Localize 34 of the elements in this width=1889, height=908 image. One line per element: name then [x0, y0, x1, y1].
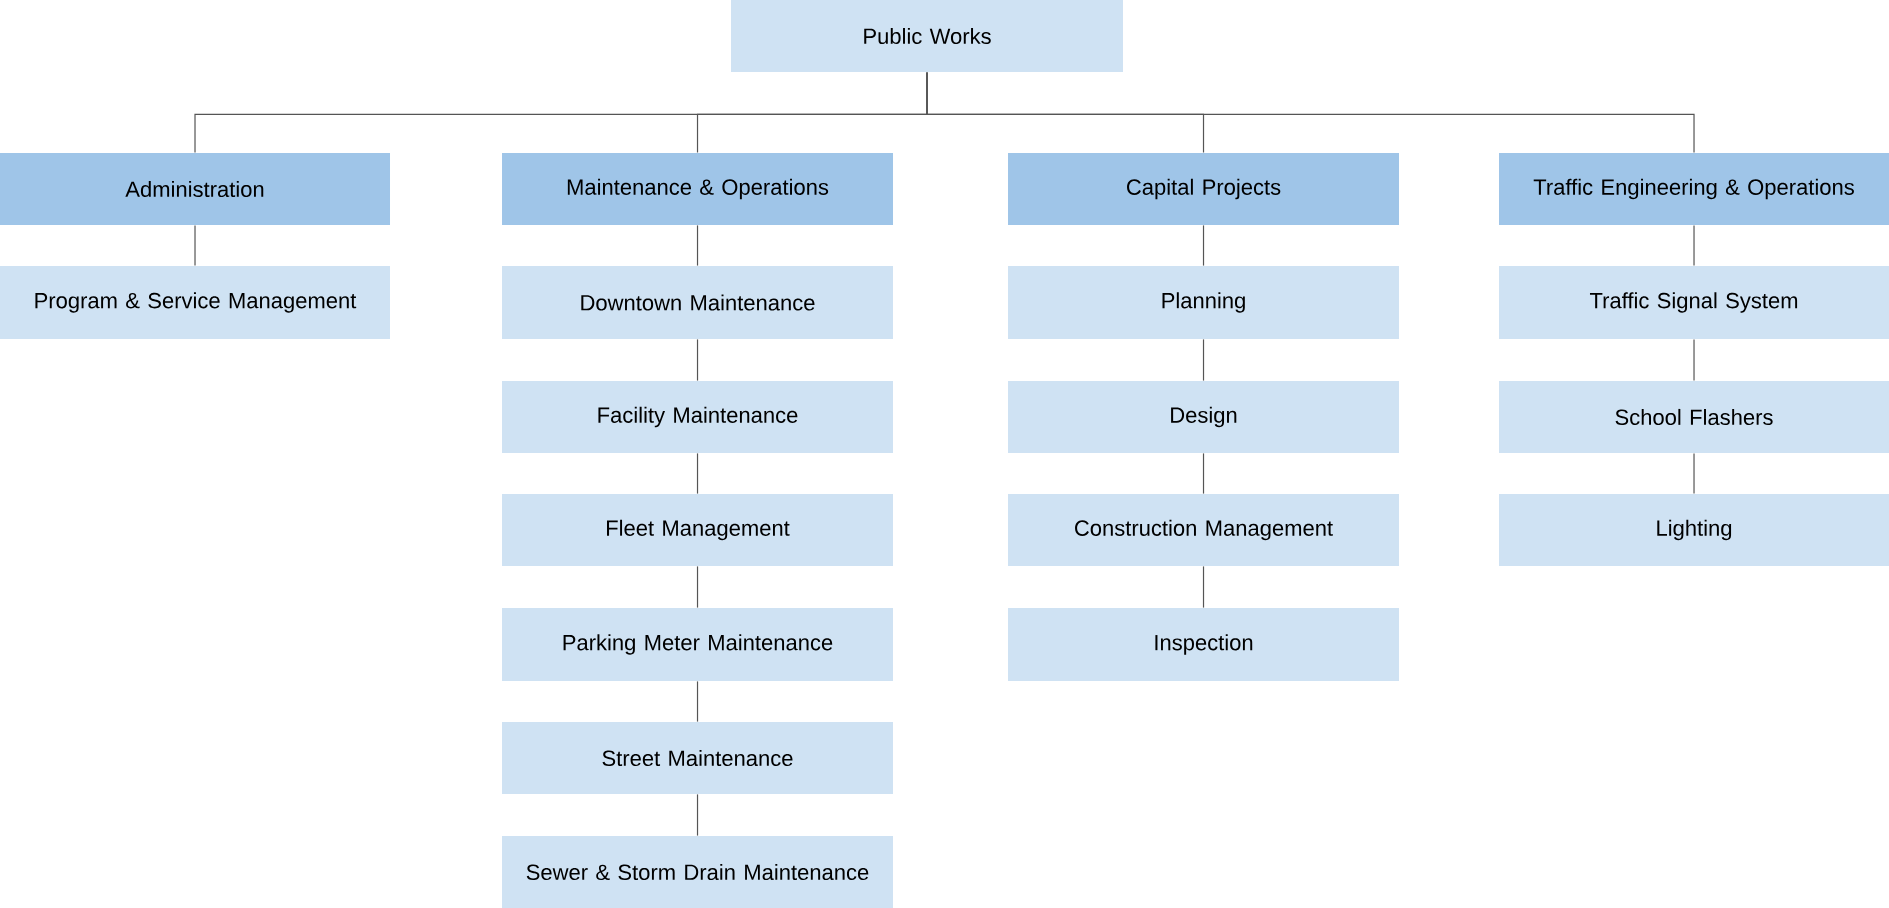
connector-line	[696, 680, 699, 723]
unit-box: Downtown Maintenance	[502, 266, 893, 339]
department-box: Maintenance & Operations	[502, 153, 893, 225]
unit-box: Facility Maintenance	[502, 381, 893, 453]
connector-line	[1202, 224, 1205, 267]
unit-box: Parking Meter Maintenance	[502, 608, 893, 681]
connector-line	[1693, 338, 1695, 382]
department-box: Traffic Engineering & Operations	[1499, 153, 1889, 225]
connector-line	[1693, 452, 1695, 495]
connector-line	[926, 71, 1695, 154]
unit-box: Lighting	[1499, 494, 1889, 566]
connector-line	[696, 224, 699, 267]
unit-box: Traffic Signal System	[1499, 266, 1889, 339]
unit-box: Program & Service Management	[0, 266, 390, 339]
unit-box: Fleet Management	[502, 494, 893, 566]
connector-line	[194, 224, 196, 267]
department-box: Capital Projects	[1008, 153, 1399, 225]
unit-box: Planning	[1008, 266, 1399, 339]
connector-line	[696, 793, 699, 837]
connector-line	[1202, 338, 1205, 382]
connector-line	[1202, 565, 1205, 609]
unit-box: Construction Management	[1008, 494, 1399, 566]
unit-box: Sewer & Storm Drain Maintenance	[502, 836, 893, 908]
connector-line	[1693, 224, 1695, 267]
top-box: Public Works	[731, 0, 1123, 72]
unit-box: Street Maintenance	[502, 722, 893, 794]
unit-box: School Flashers	[1499, 381, 1889, 453]
connector-line	[696, 565, 699, 609]
connector-line	[696, 452, 699, 495]
unit-box: Design	[1008, 381, 1399, 453]
department-box: Administration	[0, 153, 390, 225]
connector-line	[696, 338, 699, 382]
connector-line	[1202, 452, 1205, 495]
unit-box: Inspection	[1008, 608, 1399, 681]
